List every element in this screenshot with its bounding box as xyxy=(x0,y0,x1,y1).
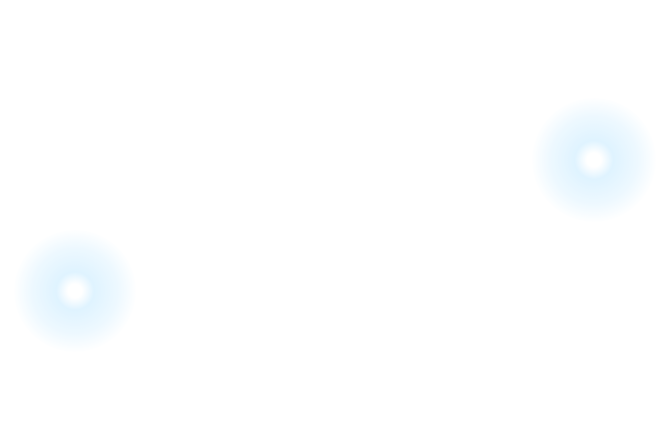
glow-spot-right xyxy=(532,98,656,222)
glow-spot-left xyxy=(14,230,136,352)
